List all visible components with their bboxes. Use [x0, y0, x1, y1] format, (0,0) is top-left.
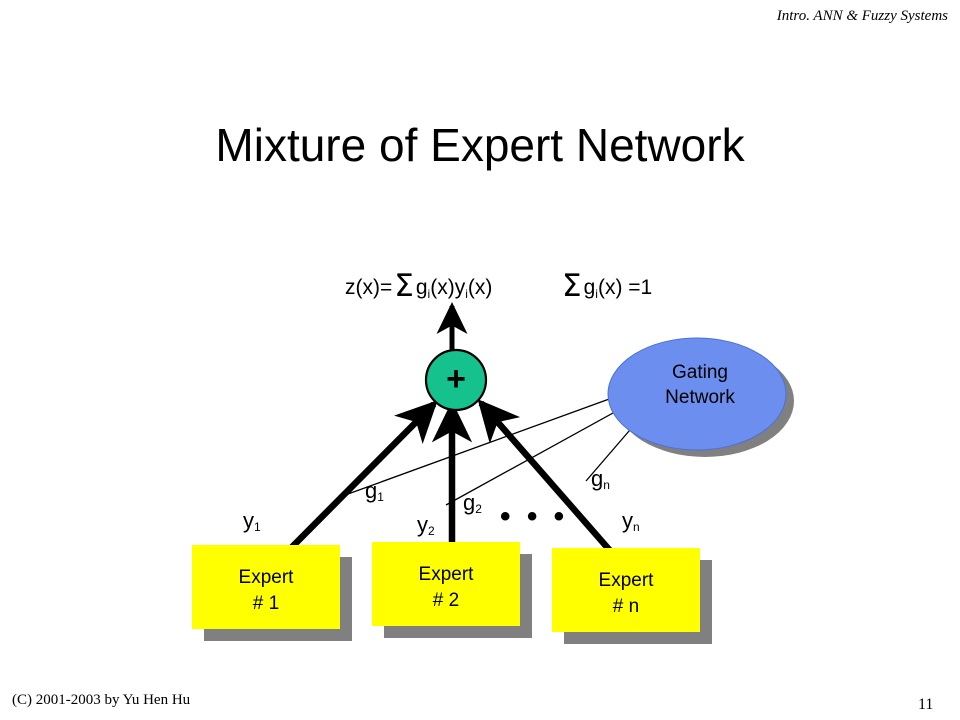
output-label-y1: y1	[243, 508, 261, 534]
equation-lhs-sub-i: i	[427, 287, 431, 301]
expert-3-box[interactable]	[552, 548, 700, 632]
output-label-y2-sub: 2	[428, 524, 435, 538]
output-label-y1-base: y	[243, 508, 254, 533]
equation-lhs-prefix: z(x)=	[345, 276, 393, 299]
output-label-yn-sub: n	[633, 520, 640, 534]
equation-lhs-sub-i2: i	[465, 287, 468, 301]
gate-label-g2-base: g	[463, 490, 476, 515]
footer-page-number: 11	[918, 696, 934, 713]
equation-normalization: Σgi(x) =1	[560, 268, 652, 304]
output-label-y2-base: y	[417, 512, 428, 537]
output-label-yn: yn	[622, 508, 640, 534]
gate-label-g2: g2	[463, 490, 482, 516]
gate-label-gn-sub: n	[603, 478, 610, 492]
gating-wire-2	[445, 396, 643, 506]
gating-node-shape[interactable]	[607, 337, 787, 451]
gate-label-gn: gn	[591, 466, 610, 492]
equation-output: z(x)=Σgi(x)yi(x)	[345, 268, 492, 304]
expert-2-box[interactable]	[372, 542, 520, 626]
footer-copyright: (C) 2001-2003 by Yu Hen Hu	[12, 692, 191, 708]
gate-label-g1-sub: 1	[377, 490, 384, 504]
page-title: Mixture of Expert Network	[215, 119, 745, 171]
output-label-y1-sub: 1	[254, 520, 261, 534]
equation-rhs-tail: (x) =1	[597, 276, 653, 299]
expert-1-box[interactable]	[192, 545, 340, 629]
equation-lhs-xy: (x)y	[430, 276, 466, 299]
expert-1-to-sum-arrow	[285, 400, 438, 554]
equation-lhs-x: (x)	[467, 276, 493, 299]
gate-label-g1-base: g	[365, 478, 378, 503]
gate-label-gn-base: g	[591, 466, 604, 491]
gate-label-g1: g1	[365, 478, 384, 504]
expert-3-to-sum-arrow	[477, 399, 623, 565]
output-label-y2: y2	[417, 512, 435, 538]
slide-header-course: Intro. ANN & Fuzzy Systems	[776, 8, 948, 24]
sum-node-shape[interactable]	[424, 348, 488, 412]
output-label-yn-base: y	[622, 508, 633, 533]
equation-rhs-g: g	[583, 276, 596, 299]
sigma-symbol: Σ	[394, 268, 414, 304]
equation-rhs-sub-i: i	[595, 287, 598, 301]
gate-label-g2-sub: 2	[475, 502, 482, 516]
ellipsis-dots: • • •	[500, 500, 569, 533]
equation-lhs-g: g	[415, 276, 428, 299]
sigma-symbol-2: Σ	[562, 268, 582, 304]
